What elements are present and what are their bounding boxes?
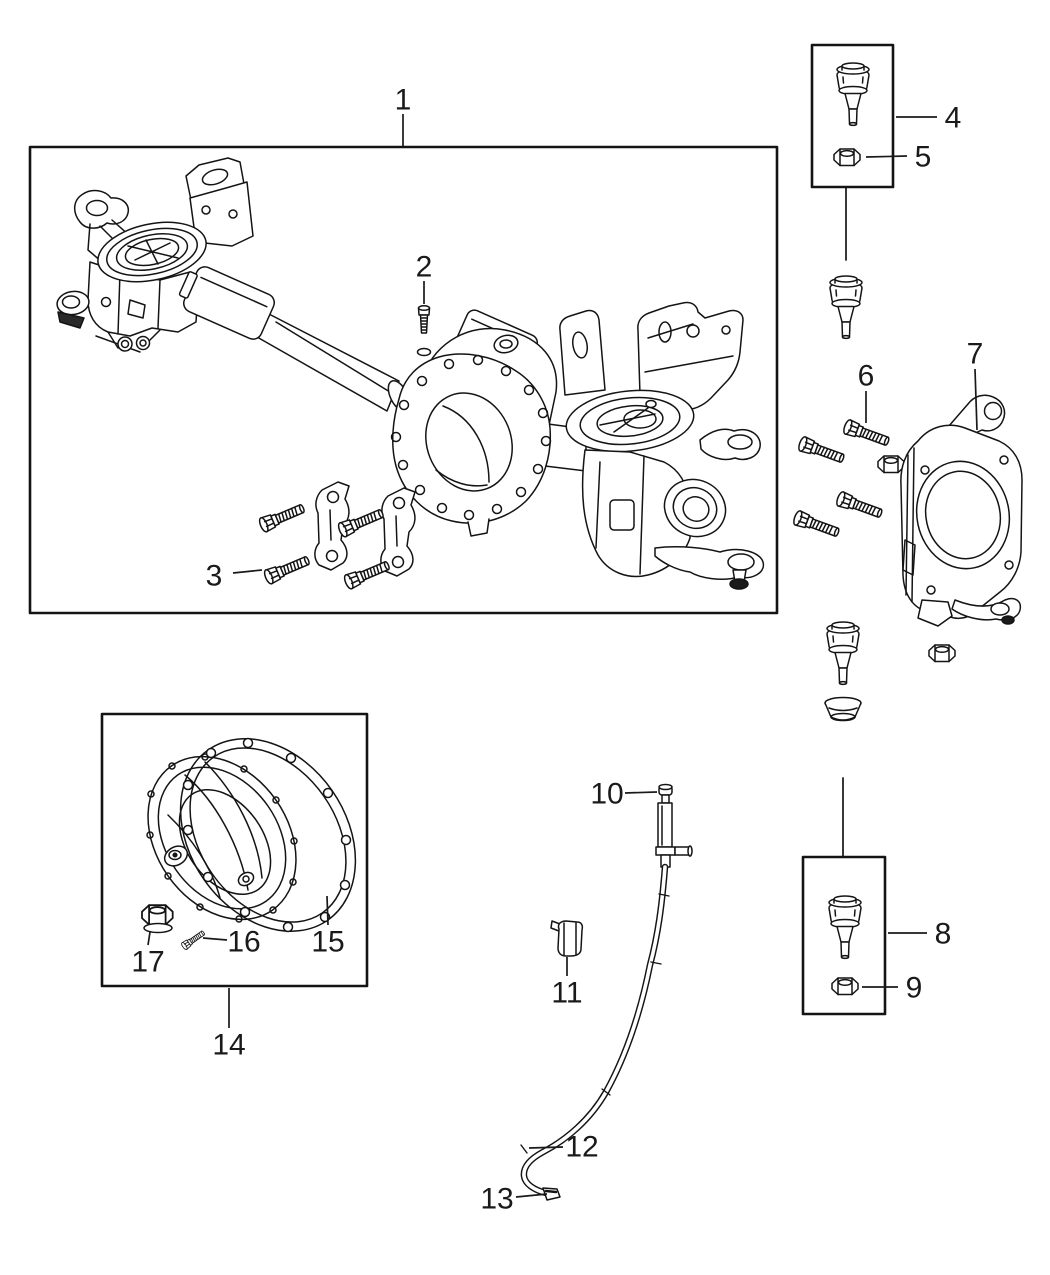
knuckle-small-nut (877, 455, 905, 474)
callout-leader-10 (624, 791, 658, 794)
diff-cover-gasket (179, 737, 357, 933)
callout-leader-7 (974, 368, 978, 431)
lower-ball-joint-kit (828, 895, 862, 996)
axle-vent-tube (520, 783, 693, 1201)
callout-label-13: 13 (480, 1183, 513, 1216)
artwork (28, 43, 1023, 1201)
main-assembly-box (28, 145, 779, 615)
cap-bolt-2 (262, 552, 313, 586)
diff-cover-kit-box (100, 712, 369, 988)
callout-leader-5 (865, 155, 908, 158)
callout-label-16: 16 (227, 926, 260, 959)
callout-leader-17 (147, 931, 151, 946)
right-axle-end (559, 301, 765, 590)
kit-boxes (28, 43, 895, 1016)
upper-ball-joint-new (836, 62, 870, 127)
lower-ball-joint (826, 621, 860, 686)
callout-label-7: 7 (967, 338, 984, 371)
upper-ball-joint-kit-box (810, 43, 895, 189)
callout-label-6: 6 (858, 360, 875, 393)
cover-bolt-holes (146, 753, 298, 923)
cap-bolt-4 (342, 557, 393, 591)
callout-label-15: 15 (311, 926, 344, 959)
knuckle-bolt-1 (841, 418, 892, 450)
callout-leader-16 (202, 937, 228, 941)
callout-label-9: 9 (906, 972, 923, 1005)
callout-label-12: 12 (565, 1131, 598, 1164)
upper-ball-joint (829, 275, 863, 340)
callout-label-2: 2 (416, 251, 433, 284)
vent-bolt (417, 305, 431, 334)
callout-label-5: 5 (915, 141, 932, 174)
knuckle-bolt-2 (796, 435, 847, 467)
gasket-bolt-tabs (182, 737, 352, 933)
callout-label-14: 14 (212, 1029, 245, 1062)
diff-cover-kit (141, 737, 357, 951)
callout-leader-15 (326, 895, 329, 926)
lower-ball-joint-parts (824, 621, 956, 722)
callout-label-10: 10 (590, 778, 623, 811)
lower-ball-joint-kit-box (801, 855, 887, 1016)
callout-leader-12 (528, 1146, 564, 1149)
callout-leader-13 (515, 1193, 548, 1198)
callout-leader-3 (232, 569, 263, 574)
hose-clip (550, 920, 584, 957)
cover-bolt (180, 928, 207, 951)
callout-label-1: 1 (395, 84, 412, 117)
lower-ball-joint-new (828, 895, 862, 960)
axle-assembly (56, 157, 765, 591)
knuckle-bolts (791, 418, 905, 541)
upper-ball-joint-nut (833, 148, 861, 167)
left-axle-end (56, 157, 254, 353)
lower-ball-joint-nut (928, 644, 956, 663)
dust-cup (824, 696, 862, 722)
lower-ball-joint-kit-nut (831, 977, 859, 996)
upper-ball-joint-kit (833, 62, 870, 167)
flange-bolt-holes (390, 354, 552, 521)
cap-bolt-1 (257, 500, 308, 534)
differential-housing (390, 327, 587, 537)
steering-knuckle (900, 394, 1023, 627)
callout-label-4: 4 (945, 102, 962, 135)
knuckle-bolt-4 (791, 509, 842, 541)
callout-label-11: 11 (551, 977, 582, 1010)
callout-label-3: 3 (206, 560, 223, 593)
cover-plug-nut (141, 904, 174, 934)
callout-label-17: 17 (131, 946, 164, 979)
knuckle-bolt-3 (834, 490, 885, 522)
bearing-caps (314, 481, 416, 577)
callout-label-8: 8 (935, 918, 952, 951)
